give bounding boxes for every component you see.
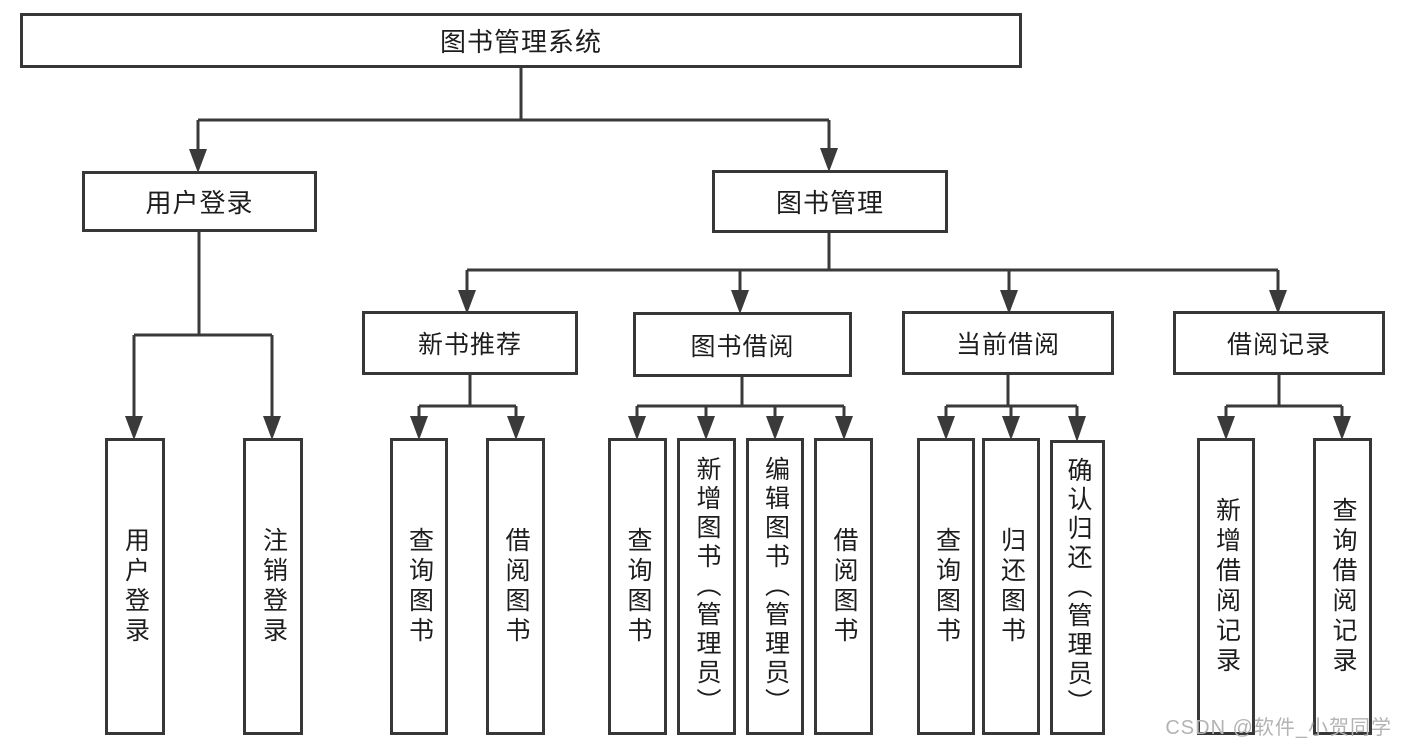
node-label: 当前借阅 xyxy=(955,331,1060,359)
connector-root-to-level2 xyxy=(196,68,831,153)
node-user-login: 用户登录 xyxy=(82,171,317,232)
leaf-add-books-admin: 新增图书（管理员） xyxy=(677,438,736,735)
arrowhead-icon xyxy=(189,149,207,173)
node-root-system: 图书管理系统 xyxy=(20,13,1022,68)
connector-borrow-records xyxy=(1224,375,1344,417)
arrowhead-icon xyxy=(766,416,784,440)
node-label: 查询图书 xyxy=(405,526,434,647)
arrowhead-icon xyxy=(628,416,646,440)
arrowhead-icon xyxy=(125,416,143,440)
node-label: 借阅图书 xyxy=(830,526,858,647)
node-label: 确认归还（管理员） xyxy=(1064,457,1092,718)
connector-book-borrow xyxy=(635,377,846,417)
arrowhead-icon xyxy=(507,416,525,440)
arrowhead-icon xyxy=(835,416,853,440)
arrowhead-icon xyxy=(731,290,749,314)
node-new-book-recommend: 新书推荐 xyxy=(362,311,578,375)
node-label: 图书借阅 xyxy=(690,332,795,361)
node-label: 用户登录 xyxy=(121,526,150,647)
connector-book-management xyxy=(465,233,1280,292)
csdn-watermark: CSDN @软件_小贺同学 xyxy=(1165,717,1392,739)
node-label: 注销登录 xyxy=(259,526,288,647)
node-label: 编辑图书（管理员） xyxy=(761,456,790,717)
node-label: 借阅记录 xyxy=(1226,331,1331,359)
connector-user-login xyxy=(132,232,274,417)
node-label: 新增图书（管理员） xyxy=(693,456,721,717)
arrowhead-icon xyxy=(1269,290,1287,314)
arrowhead-icon xyxy=(820,148,838,172)
leaf-query-books-1: 查询图书 xyxy=(390,438,448,735)
arrowhead-icon xyxy=(263,416,281,440)
leaf-add-borrow-record: 新增借阅记录 xyxy=(1197,438,1255,735)
node-current-borrow: 当前借阅 xyxy=(902,311,1114,375)
node-label: 新增借阅记录 xyxy=(1212,496,1241,677)
arrowhead-icon xyxy=(697,416,715,440)
leaf-user-login: 用户登录 xyxy=(105,438,165,735)
arrowhead-icon xyxy=(937,416,955,440)
leaf-query-books-3: 查询图书 xyxy=(917,438,975,735)
node-label: 图书管理 xyxy=(775,188,884,218)
leaf-confirm-return-admin: 确认归还（管理员） xyxy=(1050,440,1105,735)
leaf-borrow-books-2: 借阅图书 xyxy=(814,438,873,735)
node-borrow-records: 借阅记录 xyxy=(1173,311,1385,375)
node-label: 查询借阅记录 xyxy=(1329,496,1357,677)
node-label: 查询图书 xyxy=(624,526,652,647)
arrowhead-icon xyxy=(1000,290,1018,314)
leaf-query-books-2: 查询图书 xyxy=(608,438,667,735)
node-label: 查询图书 xyxy=(932,526,961,647)
leaf-logout: 注销登录 xyxy=(243,438,303,735)
node-label: 归还图书 xyxy=(997,526,1026,647)
leaf-borrow-books-1: 借阅图书 xyxy=(486,438,545,735)
arrowhead-icon xyxy=(410,416,428,440)
connector-new-book xyxy=(417,375,518,417)
node-label: 用户登录 xyxy=(145,188,254,218)
node-label: 借阅图书 xyxy=(502,526,530,647)
leaf-edit-books-admin: 编辑图书（管理员） xyxy=(746,438,804,735)
leaf-query-borrow-record: 查询借阅记录 xyxy=(1313,438,1372,735)
connector-current-borrow xyxy=(944,375,1079,417)
arrowhead-icon xyxy=(1002,416,1020,440)
node-book-management: 图书管理 xyxy=(712,170,948,233)
node-label: 新书推荐 xyxy=(417,331,522,359)
arrowhead-icon xyxy=(458,290,476,314)
arrowhead-icon xyxy=(1333,416,1351,440)
arrowhead-icon xyxy=(1068,416,1086,442)
arrowhead-icon xyxy=(1217,416,1235,440)
node-book-borrow: 图书借阅 xyxy=(633,312,852,377)
leaf-return-books: 归还图书 xyxy=(982,438,1040,735)
node-label: 图书管理系统 xyxy=(439,27,602,57)
